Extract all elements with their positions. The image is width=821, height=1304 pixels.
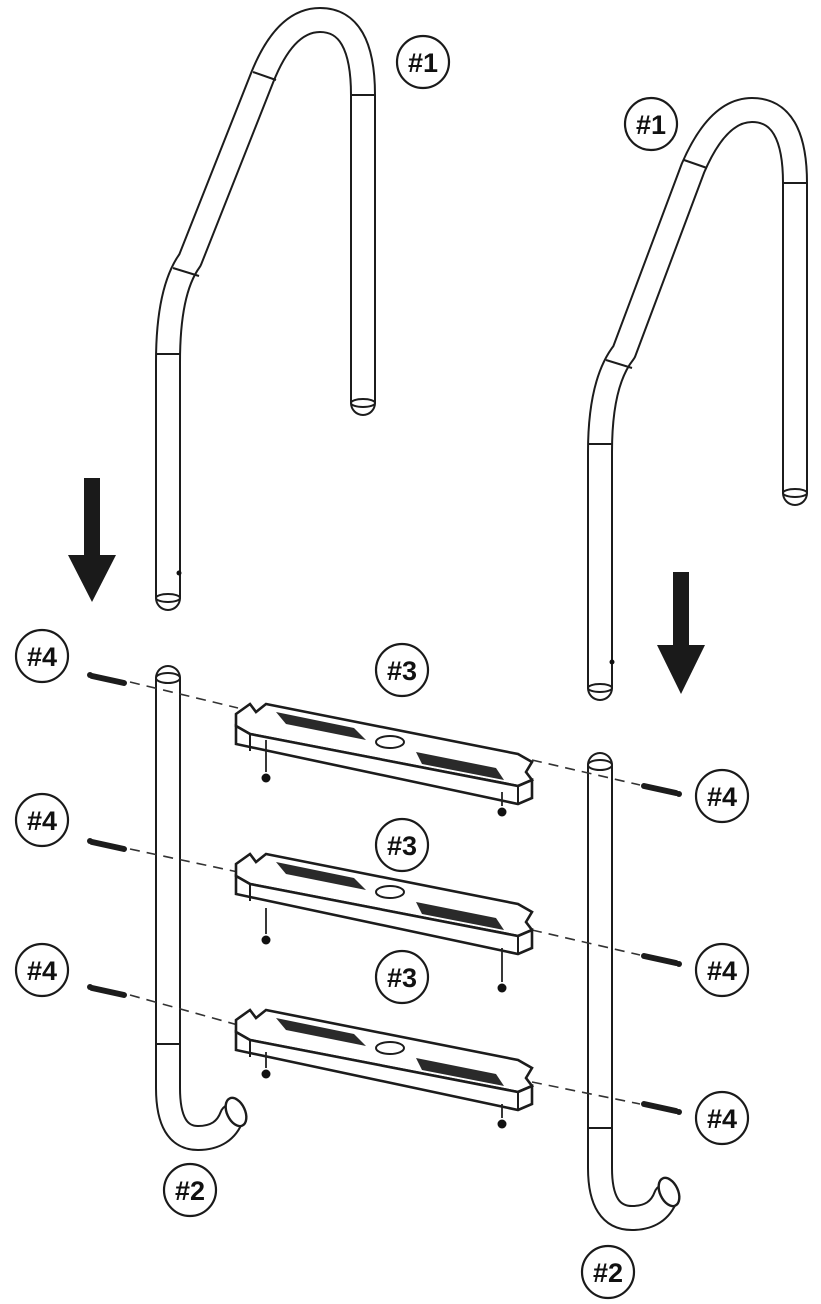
right-lower-rail: [587, 752, 681, 1231]
label-4-right-bottom: #4: [694, 1090, 750, 1146]
svg-text:#4: #4: [707, 1104, 737, 1134]
right-down-arrow: [657, 572, 705, 694]
svg-text:#3: #3: [387, 831, 417, 861]
alignment-lines: [129, 681, 641, 1105]
svg-text:#2: #2: [175, 1176, 205, 1206]
left-upper-handrail: [155, 7, 376, 611]
label-4-right-middle: #4: [694, 942, 750, 998]
label-4-left-middle: #4: [14, 792, 70, 848]
svg-text:#4: #4: [27, 642, 57, 672]
svg-text:#4: #4: [27, 806, 57, 836]
bolt-right-top: [641, 783, 682, 797]
label-3-middle: #3: [374, 817, 430, 873]
step-middle: [234, 852, 534, 993]
label-2-left: #2: [162, 1162, 218, 1218]
label-4-right-top: #4: [694, 768, 750, 824]
svg-text:#4: #4: [707, 782, 737, 812]
label-3-bottom: #3: [374, 949, 430, 1005]
label-2-right: #2: [580, 1244, 636, 1300]
bolt-left-middle: [87, 838, 127, 852]
label-1-left: #1: [395, 34, 451, 90]
label-4-left-bottom: #4: [14, 942, 70, 998]
bolt-left-top: [87, 672, 127, 686]
step-top: [234, 702, 534, 817]
svg-text:#2: #2: [593, 1258, 623, 1288]
svg-text:#3: #3: [387, 963, 417, 993]
svg-text:#3: #3: [387, 656, 417, 686]
right-upper-handrail: [587, 97, 808, 701]
svg-text:#4: #4: [707, 956, 737, 986]
label-4-left-top: #4: [14, 628, 70, 684]
svg-text:#1: #1: [636, 110, 666, 140]
svg-text:#4: #4: [27, 956, 57, 986]
bolt-right-bottom: [641, 1101, 682, 1115]
left-lower-rail: [155, 665, 248, 1151]
bolt-right-middle: [641, 953, 682, 967]
bolt-left-bottom: [87, 984, 127, 998]
step-bottom: [234, 1008, 534, 1129]
label-3-top: #3: [374, 642, 430, 698]
label-1-right: #1: [623, 96, 679, 152]
svg-text:#1: #1: [408, 48, 438, 78]
left-down-arrow: [68, 478, 116, 602]
